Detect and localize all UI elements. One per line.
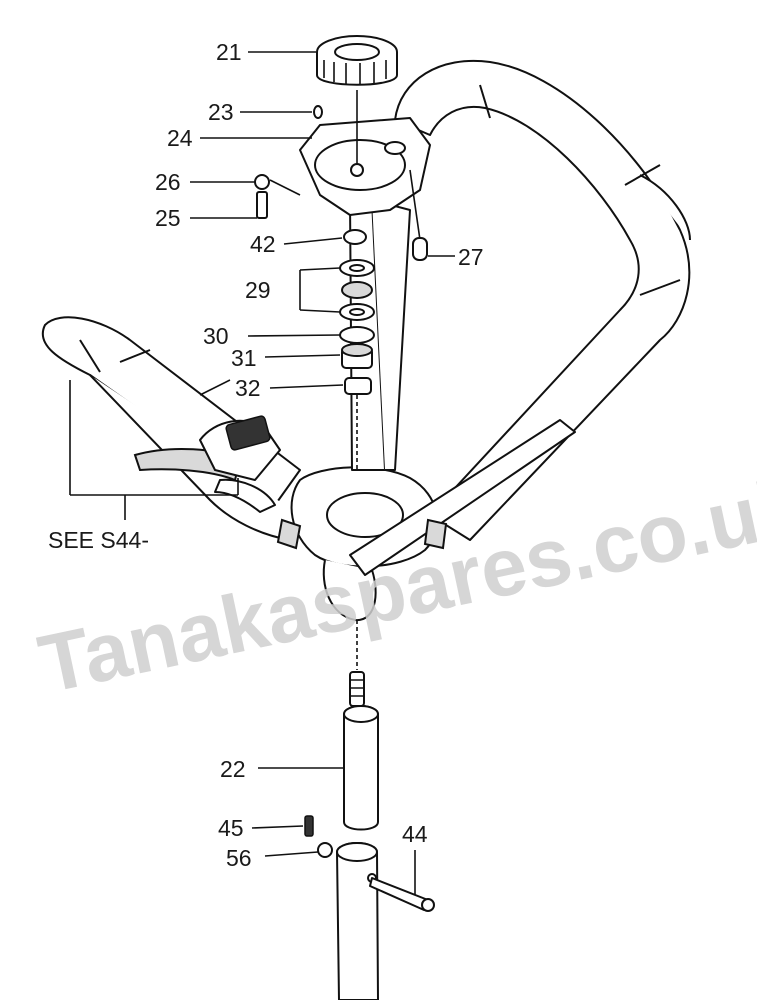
callout-24: 24 xyxy=(167,125,193,151)
callout-31: 31 xyxy=(231,345,257,371)
part-27-pin xyxy=(409,169,428,261)
loop-handle xyxy=(394,59,691,541)
washer-stack xyxy=(339,229,375,470)
callout-27: 27 xyxy=(458,244,484,270)
handle-clamp xyxy=(276,419,576,622)
part-23-screw xyxy=(313,105,323,119)
callout-32: 32 xyxy=(235,375,261,401)
callout-22: 22 xyxy=(220,756,246,782)
callout-44: 44 xyxy=(402,821,428,847)
callout-29: 29 xyxy=(245,277,271,303)
part-45-56 xyxy=(304,815,333,858)
callout-56: 56 xyxy=(226,845,252,871)
part-21-cap xyxy=(316,35,398,86)
callout-45: 45 xyxy=(218,815,244,841)
throttle-lever xyxy=(133,415,281,513)
callout-26: 26 xyxy=(155,169,181,195)
callout-30: 30 xyxy=(203,323,229,349)
lower-shaft xyxy=(336,842,435,1000)
threaded-stud xyxy=(349,620,365,707)
callout-25: 25 xyxy=(155,205,181,231)
reference-note: SEE S44- xyxy=(48,527,149,553)
callout-21: 21 xyxy=(216,39,242,65)
part-22-tube xyxy=(343,705,379,831)
part-24-housing xyxy=(299,90,431,216)
callout-23: 23 xyxy=(208,99,234,125)
reference-bracket xyxy=(69,379,239,520)
leader-lines xyxy=(190,51,455,895)
part-26-25-bolt xyxy=(254,174,301,219)
callout-42: 42 xyxy=(250,231,276,257)
